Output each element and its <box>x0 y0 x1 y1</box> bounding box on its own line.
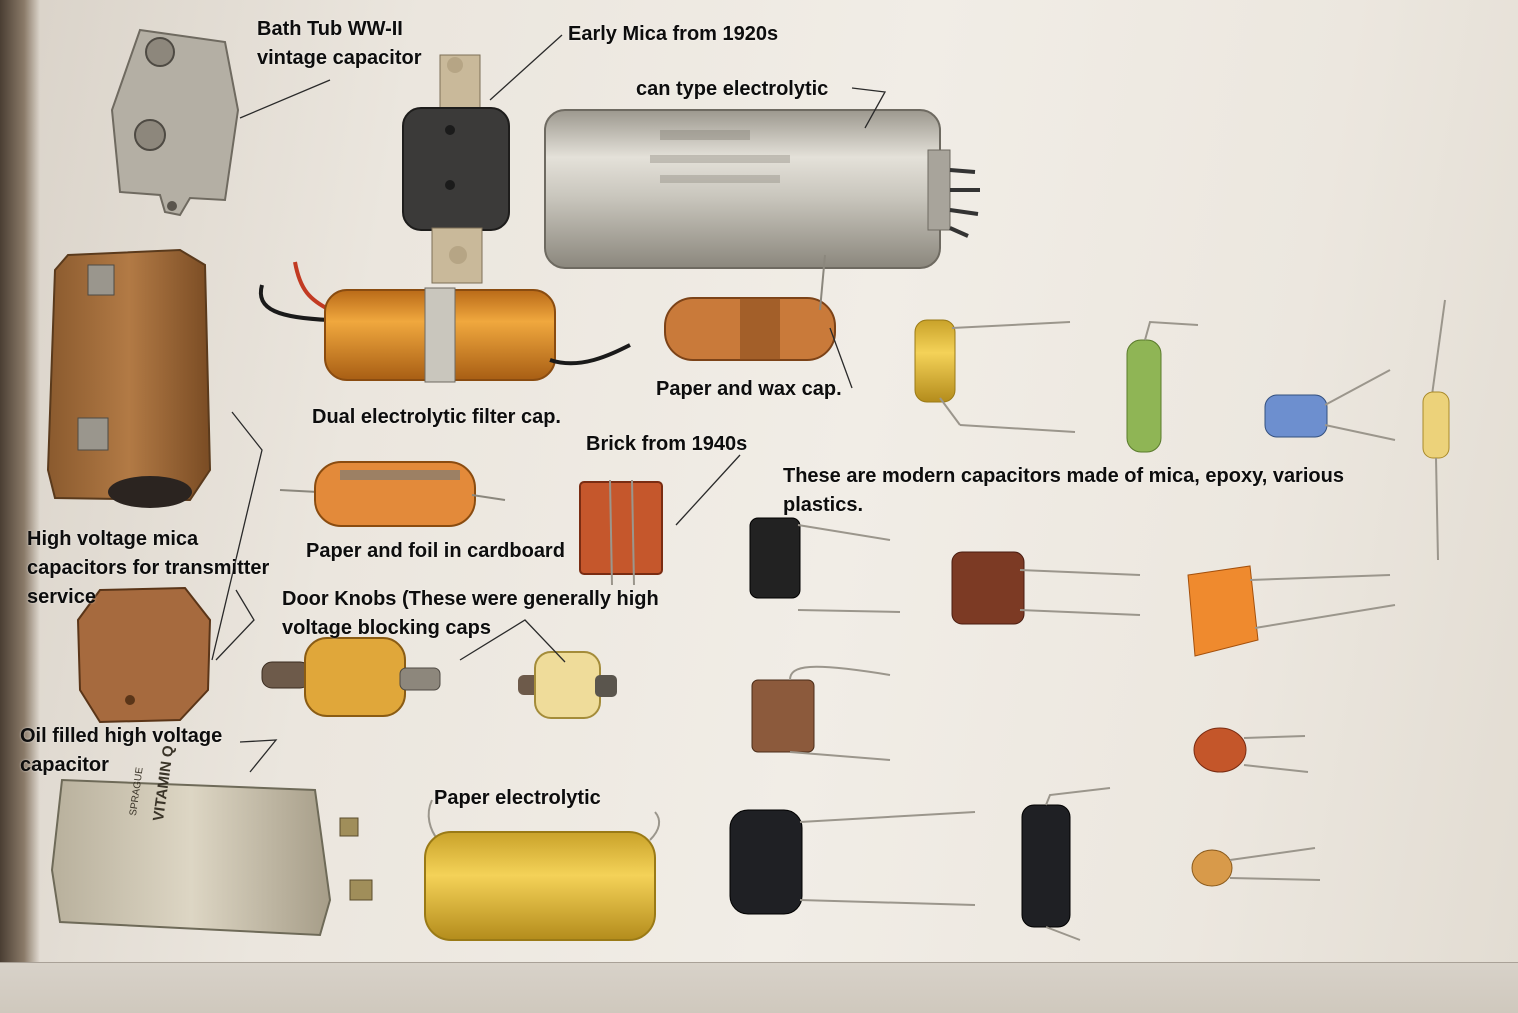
label-high-voltage-mica: High voltage mica capacitors for transmi… <box>27 525 269 612</box>
high-voltage-mica-octagon <box>76 586 212 724</box>
door-knob-capacitor-small <box>518 651 617 719</box>
label-hv-mica-line3: service <box>27 586 96 608</box>
label-oil-filled-line1: Oil filled high voltage <box>20 725 223 747</box>
label-modern-line1: These are modern capacitors made of mica… <box>783 465 1344 487</box>
early-mica-capacitor <box>402 54 510 284</box>
leader-lines <box>211 34 887 773</box>
black-axial-capacitor-lower <box>1021 787 1111 941</box>
bath-tub-capacitor <box>110 28 240 217</box>
label-oil-filled: Oil filled high voltage capacitor <box>20 722 222 780</box>
label-door-knobs-line1: Door Knobs (These were generally high <box>282 588 659 610</box>
door-knob-capacitor-large <box>261 637 441 717</box>
label-hv-mica-line2: capacitors for transmitter <box>27 557 270 579</box>
label-paper-foil: Paper and foil in cardboard <box>306 540 565 562</box>
brown-box-capacitor <box>751 665 891 761</box>
orange-dipped-capacitor <box>1187 565 1396 657</box>
label-bath-tub-line2: vintage capacitor <box>257 47 422 69</box>
label-bath-tub: Bath Tub WW-II vintage capacitor <box>257 15 422 73</box>
label-hv-mica-line1: High voltage mica <box>27 528 199 550</box>
paper-electrolytic-capacitor <box>424 799 661 941</box>
small-orange-disc-capacitor <box>1193 727 1309 773</box>
board-edge-shadow <box>0 0 40 1013</box>
oil-filled-vitamin-q-capacitor <box>50 778 373 937</box>
dual-electrolytic-filter-cap <box>258 261 631 383</box>
can-type-electrolytic <box>544 109 980 269</box>
brick-capacitor <box>579 479 663 586</box>
label-paper-electrolytic: Paper electrolytic <box>434 787 601 809</box>
label-early-mica: Early Mica from 1920s <box>568 23 779 45</box>
label-door-knobs: Door Knobs (These were generally high vo… <box>282 585 659 643</box>
label-bath-tub-line1: Bath Tub WW-II <box>257 18 403 40</box>
paper-and-wax-capacitor <box>664 254 836 361</box>
blue-electrolytic-capacitor <box>1264 369 1396 441</box>
small-yellow-axial-capacitor <box>1422 299 1450 561</box>
brown-dipped-mica-capacitor <box>951 551 1141 625</box>
black-can-capacitor-lower <box>729 809 976 915</box>
tan-disc-capacitor <box>1191 847 1321 887</box>
label-brick: Brick from 1940s <box>586 433 748 455</box>
bottom-strip <box>0 962 1518 1013</box>
label-dual-electrolytic: Dual electrolytic filter cap. <box>312 406 561 428</box>
green-resistor-capacitor <box>1126 320 1199 453</box>
label-modern-line2: plastics. <box>783 494 864 516</box>
label-paper-wax: Paper and wax cap. <box>656 378 842 400</box>
label-can-type: can type electrolytic <box>636 78 829 100</box>
black-electrolytic-capacitor <box>749 517 901 613</box>
label-door-knobs-line2: voltage blocking caps <box>282 617 491 639</box>
paper-foil-cardboard-capacitor <box>279 461 506 527</box>
yellow-film-capacitor <box>914 319 1076 433</box>
label-modern: These are modern capacitors made of mica… <box>783 462 1344 520</box>
label-oil-filled-line2: capacitor <box>20 754 109 776</box>
transmitter-mica-box <box>46 248 212 508</box>
